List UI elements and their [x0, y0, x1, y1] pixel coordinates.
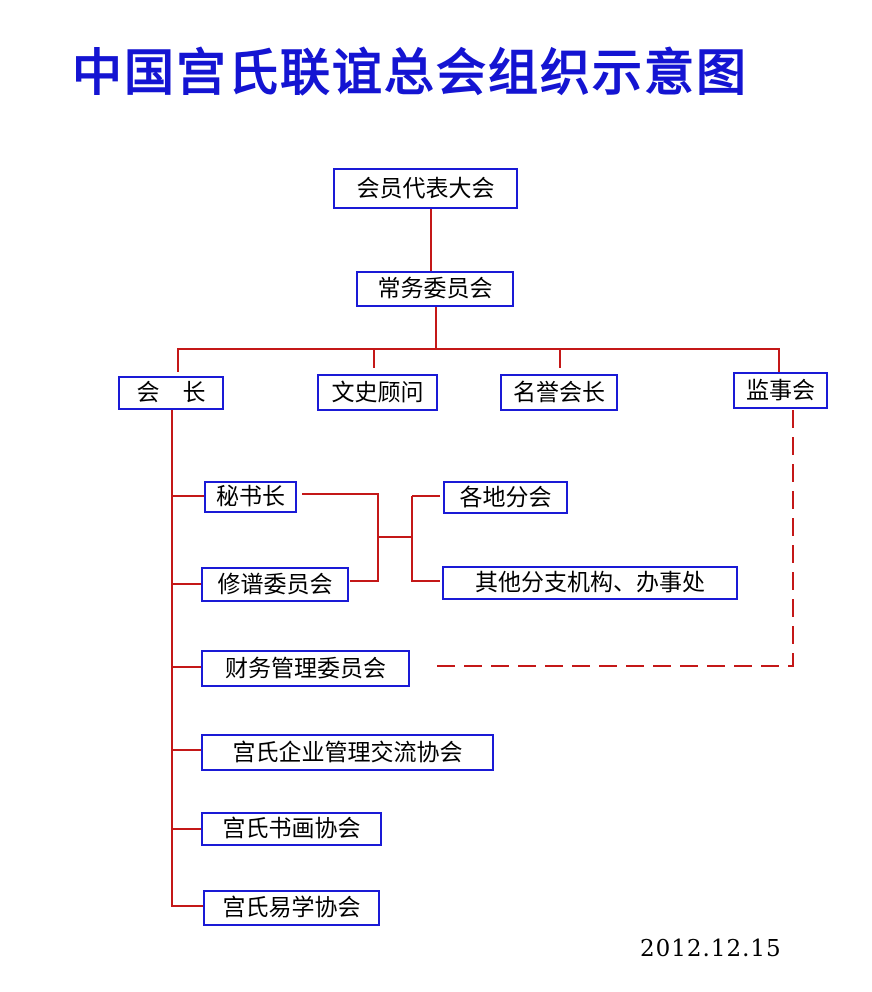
node-history-advisor: 文史顾问 — [317, 374, 438, 411]
node-local-branches: 各地分会 — [443, 481, 568, 514]
node-enterprise-association: 宫氏企业管理交流协会 — [201, 734, 494, 771]
diagram-title: 中国宫氏联谊总会组织示意图 — [72, 43, 748, 102]
node-president: 会 长 — [118, 376, 224, 410]
date-label: 2012.12.15 — [640, 936, 782, 962]
node-calligraphy-association: 宫氏书画协会 — [201, 812, 382, 846]
node-secretary-general: 秘书长 — [204, 481, 297, 513]
node-genealogy-committee: 修谱委员会 — [201, 567, 349, 602]
node-supervisory-board: 监事会 — [733, 372, 828, 409]
node-honorary-president: 名誉会长 — [500, 374, 618, 411]
node-standing-committee: 常务委员会 — [356, 271, 514, 307]
node-congress: 会员代表大会 — [333, 168, 518, 209]
dashed-supervision-line — [428, 410, 794, 667]
node-yijing-association: 宫氏易学协会 — [203, 890, 380, 926]
node-finance-committee: 财务管理委员会 — [201, 650, 410, 687]
node-other-branches: 其他分支机构、办事处 — [442, 566, 738, 600]
